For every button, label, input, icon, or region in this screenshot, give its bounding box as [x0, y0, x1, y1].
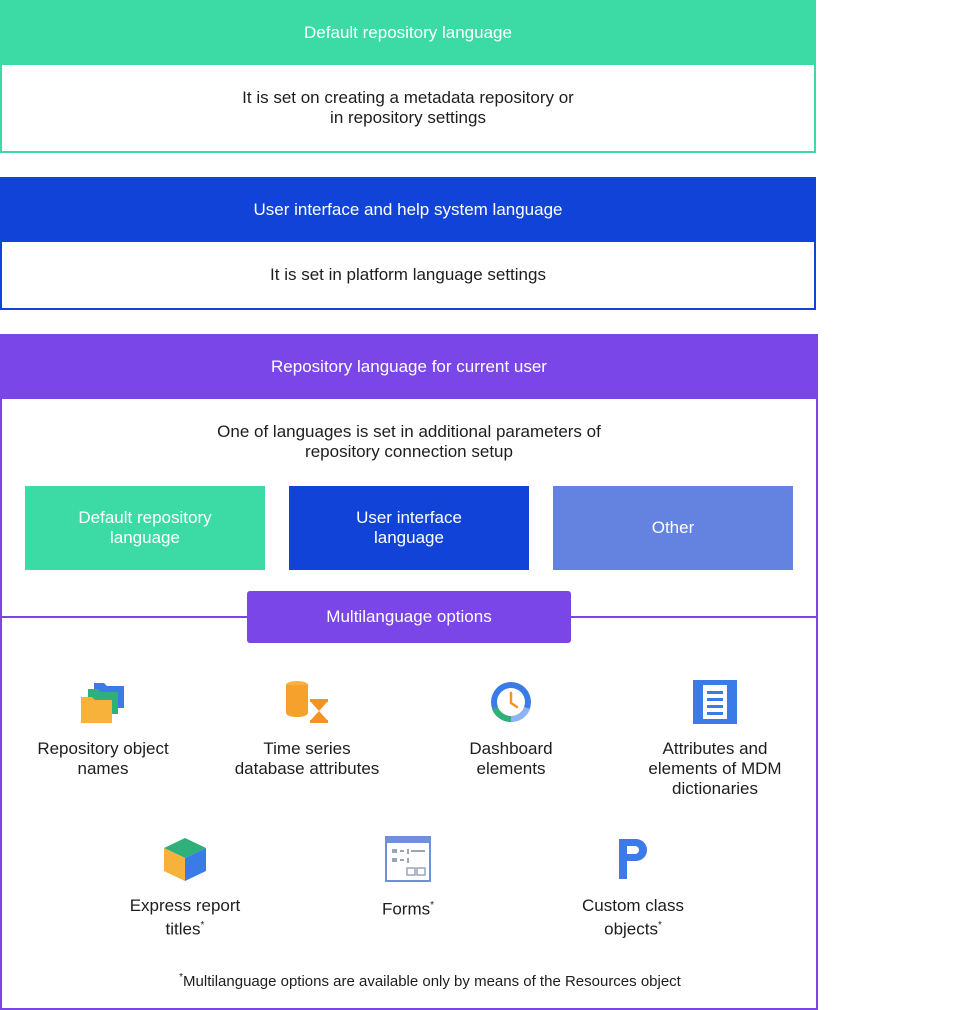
default-repository-language-header: Default repository language — [0, 0, 816, 65]
ui-language-header: User interface and help system language — [0, 177, 816, 242]
footnote-text: Multilanguage options are available only… — [183, 973, 681, 990]
dashboard-clock-icon — [486, 677, 536, 727]
ui-language-description: It is set in platform language settings — [270, 265, 546, 284]
ui-language-title: User interface and help system language — [253, 199, 563, 219]
item-mdm-line-3: dictionaries — [671, 779, 758, 798]
item-time-series-line-2: database attributes — [234, 759, 380, 778]
item-mdm-line-1: Attributes and — [662, 739, 768, 758]
item-dashboard-line-1: Dashboard — [469, 739, 553, 758]
choice-user-interface-language: User interface language — [289, 486, 529, 570]
choice-other-label: Other — [651, 518, 695, 537]
choice-default-line-2: language — [110, 528, 180, 547]
current-user-description-line-2: repository connection setup — [305, 442, 513, 461]
database-hourglass-icon — [282, 677, 332, 727]
item-express-line-2: titles* — [165, 919, 205, 939]
item-time-series-line-1: Time series — [263, 739, 351, 758]
item-forms-line-1: Forms* — [381, 899, 435, 919]
choice-default-repository-language: Default repository language — [25, 486, 265, 570]
multilanguage-options-badge: Multilanguage options — [247, 591, 571, 643]
item-express-line-1: Express report — [129, 896, 241, 915]
item-custom-class-line-2: objects* — [604, 919, 662, 939]
item-repository-object-names: Repository object names — [18, 677, 188, 779]
item-mdm-line-2: elements of MDM — [648, 759, 782, 778]
item-mdm-dictionaries: Attributes and elements of MDM dictionar… — [630, 677, 800, 799]
default-repository-description-line-1: It is set on creating a metadata reposit… — [242, 88, 574, 107]
current-user-description-line-1: One of languages is set in additional pa… — [217, 422, 601, 441]
cube-icon — [160, 834, 210, 884]
form-icon — [383, 834, 433, 884]
dictionary-document-icon — [690, 677, 740, 727]
current-user-language-title: Repository language for current user — [271, 356, 547, 376]
item-dashboard-elements: Dashboard elements — [436, 677, 586, 779]
current-user-language-box — [0, 399, 818, 1010]
footnote: *Multilanguage options are available onl… — [0, 972, 860, 990]
item-custom-class-objects: Custom class objects* — [558, 834, 708, 940]
item-repository-object-names-line-2: names — [77, 759, 129, 778]
item-time-series-database-attributes: Time series database attributes — [212, 677, 402, 779]
ui-language-description-box: It is set in platform language settings — [0, 242, 816, 310]
current-user-language-description: One of languages is set in additional pa… — [0, 422, 818, 462]
multilanguage-options-title: Multilanguage options — [326, 607, 492, 626]
item-custom-class-line-1: Custom class — [581, 896, 685, 915]
folders-icon — [78, 677, 128, 727]
letter-p-icon — [608, 834, 658, 884]
current-user-language-header: Repository language for current user — [0, 334, 818, 399]
default-repository-description-line-2: in repository settings — [330, 108, 486, 127]
choice-ui-line-1: User interface — [356, 508, 462, 527]
choice-ui-line-2: language — [374, 528, 444, 547]
choice-default-line-1: Default repository — [78, 508, 212, 527]
footnote-mark: * — [179, 972, 184, 983]
item-repository-object-names-line-1: Repository object — [37, 739, 169, 758]
item-dashboard-line-2: elements — [476, 759, 546, 778]
item-forms: Forms* — [348, 834, 468, 920]
choice-other: Other — [553, 486, 793, 570]
default-repository-language-description-box: It is set on creating a metadata reposit… — [0, 65, 816, 153]
default-repository-language-title: Default repository language — [304, 22, 512, 42]
item-express-report-titles: Express report titles* — [100, 834, 270, 940]
